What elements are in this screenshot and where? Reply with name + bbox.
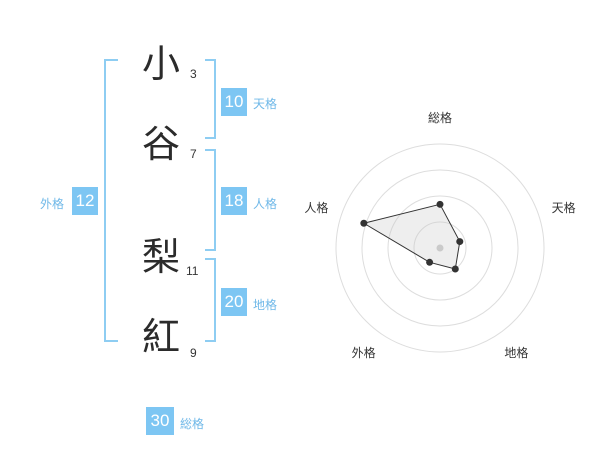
radar-point-4 xyxy=(426,258,434,266)
radar-center-dot xyxy=(436,244,444,252)
radar-ring xyxy=(413,221,467,275)
tenkaku-value: 10 xyxy=(221,88,247,116)
gaikaku-bracket xyxy=(104,59,118,342)
radar-ring xyxy=(387,195,493,301)
radar-axis-label-3: 地格 xyxy=(504,345,528,360)
jinkaku-bracket xyxy=(205,149,216,251)
name-char-3: 梨 xyxy=(141,235,180,279)
radar-point-3 xyxy=(451,265,459,273)
name-char-2: 谷 xyxy=(141,122,180,166)
soukaku-label: 総格 xyxy=(180,417,205,431)
radar-axis-label-5: 人格 xyxy=(304,200,328,215)
soukaku-value: 30 xyxy=(146,407,174,435)
radar-axis-label-4: 外格 xyxy=(352,345,376,360)
stroke-count-1: 3 xyxy=(190,67,197,81)
radar-point-5 xyxy=(360,219,368,227)
stroke-count-2: 7 xyxy=(190,147,197,161)
gaikaku-label: 外格 xyxy=(40,197,65,211)
tenkaku-bracket xyxy=(205,59,216,139)
radar-axis-label-2: 天格 xyxy=(552,200,576,215)
jinkaku-value: 18 xyxy=(221,187,247,215)
stroke-count-4: 9 xyxy=(190,346,197,360)
chikaku-label: 地格 xyxy=(253,298,278,312)
radar-ring xyxy=(335,143,545,353)
radar-point-2 xyxy=(456,238,464,246)
name-char-4: 紅 xyxy=(141,315,180,359)
radar-point-1 xyxy=(436,200,444,208)
jinkaku-label: 人格 xyxy=(253,197,278,211)
radar-series-polygon xyxy=(362,203,461,270)
chikaku-bracket xyxy=(205,258,216,342)
stroke-count-3: 11 xyxy=(186,264,199,278)
radar-axis-label-1: 総格 xyxy=(428,110,452,125)
chikaku-value: 20 xyxy=(221,288,247,316)
name-char-1: 小 xyxy=(141,42,180,86)
tenkaku-label: 天格 xyxy=(253,97,278,111)
gaikaku-value: 12 xyxy=(72,187,98,215)
radar-ring xyxy=(361,169,519,327)
